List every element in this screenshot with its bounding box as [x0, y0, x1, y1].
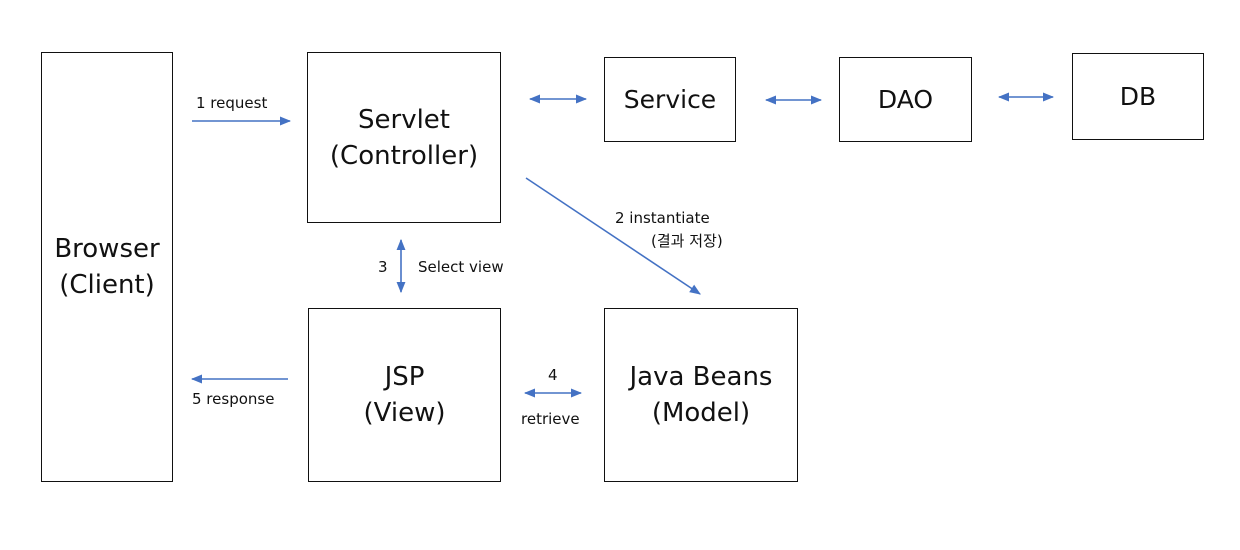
java-beans-model-box: Java Beans (Model) — [604, 308, 798, 482]
service-label: Service — [623, 84, 717, 114]
response-label: 5 response — [192, 390, 275, 408]
jsp-view-box: JSP (View) — [308, 308, 501, 482]
dao-box: DAO — [839, 57, 972, 142]
select-view-label: Select view — [418, 258, 504, 276]
instantiate-label: 2 instantiate — [615, 209, 710, 227]
instantiate-sublabel: (결과 저장) — [651, 232, 723, 250]
java-beans-model-label: Java Beans (Model) — [629, 362, 773, 428]
db-box: DB — [1072, 53, 1204, 140]
browser-client-label: Browser (Client) — [54, 234, 160, 300]
dao-label: DAO — [877, 84, 934, 114]
request-label: 1 request — [196, 94, 268, 112]
servlet-controller-box: Servlet (Controller) — [307, 52, 501, 223]
jsp-view-label: JSP (View) — [363, 362, 446, 428]
servlet-controller-label: Servlet (Controller) — [329, 104, 479, 171]
browser-client-box: Browser (Client) — [41, 52, 173, 482]
retrieve-number: 4 — [548, 366, 558, 384]
retrieve-label: retrieve — [521, 410, 580, 428]
select-view-number: 3 — [378, 258, 388, 276]
db-label: DB — [1119, 81, 1157, 111]
instantiate-arrow — [525, 177, 701, 295]
service-box: Service — [604, 57, 736, 142]
